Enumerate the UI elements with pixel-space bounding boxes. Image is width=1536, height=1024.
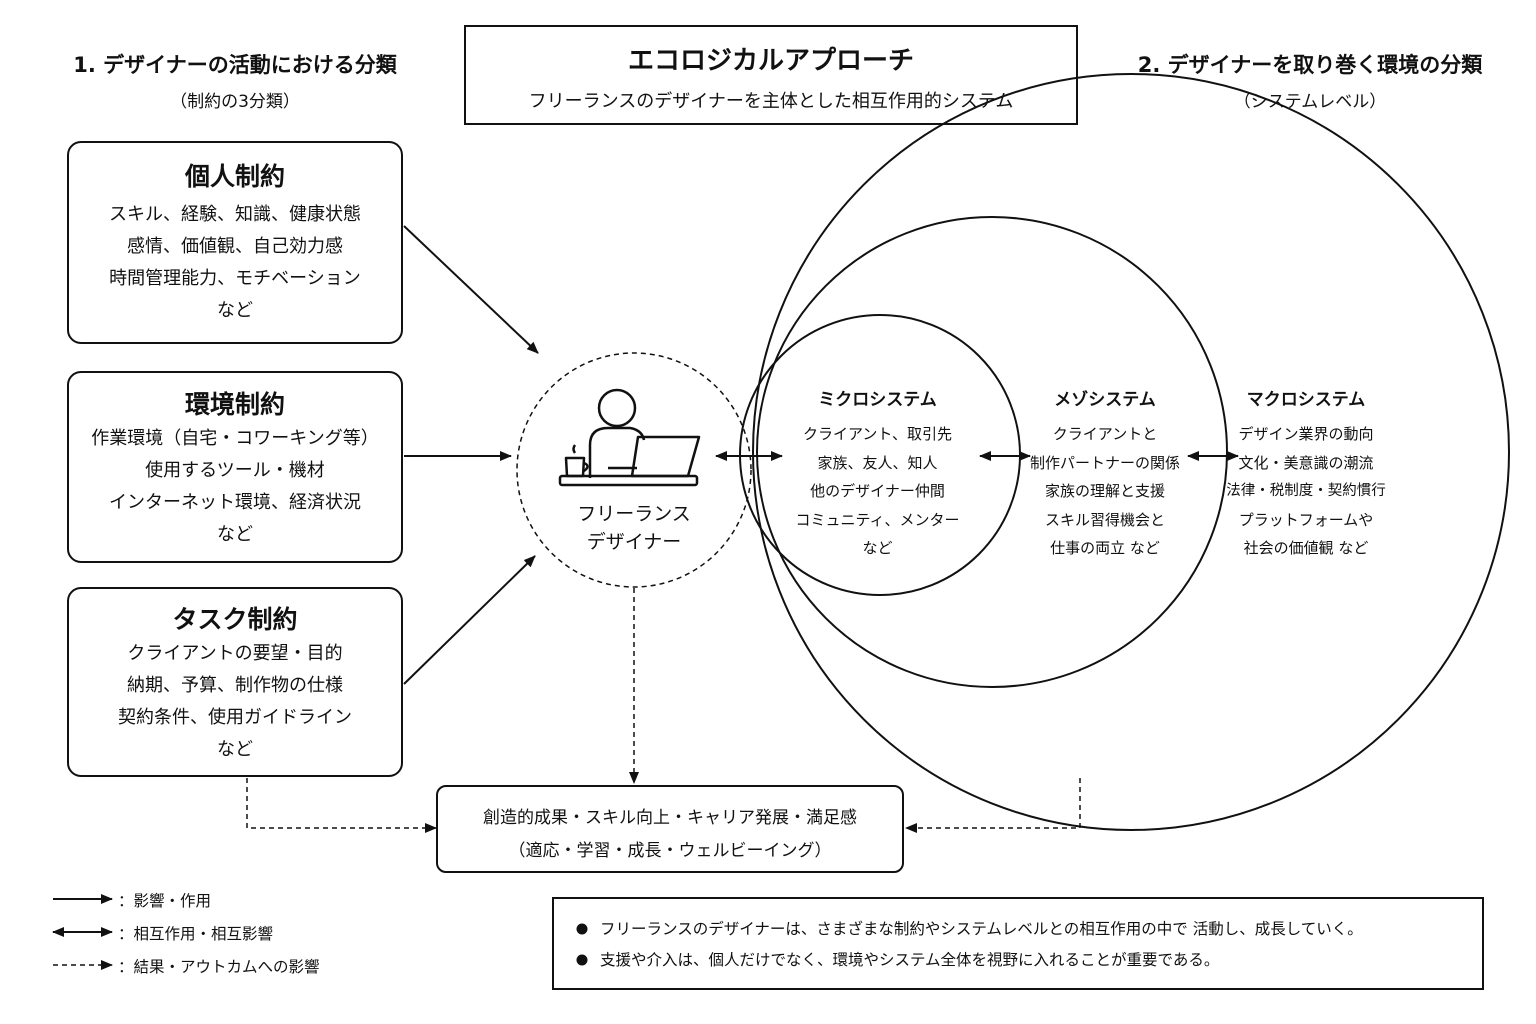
system-line: 文化・美意識の潮流 xyxy=(1238,453,1374,472)
notes-box xyxy=(552,897,1484,990)
person-at-laptop-icon xyxy=(558,388,701,487)
system-line: デザイン業界の動向 xyxy=(1238,425,1374,443)
dashed-arrow-constraints-to-outcome xyxy=(246,778,437,833)
system-line: など xyxy=(862,539,893,557)
dashed-arrow-systems-to-outcome xyxy=(905,778,1081,833)
constraint-line: クライアントの要望・目的 xyxy=(127,643,343,664)
constraint-line: など xyxy=(217,739,253,760)
constraint-line: など xyxy=(217,524,253,545)
title-box: エコロジカルアプローチ フリーランスのデザイナーを主体とした相互作用的システム xyxy=(464,25,1078,125)
constraint-line: インターネット環境、経済状況 xyxy=(109,492,361,513)
outcome-box: 創造的成果・スキル向上・キャリア発展・満足感 （適応・学習・成長・ウェルビーイン… xyxy=(436,785,904,873)
personal-constraint-box: 個人制約 スキル、経験、知識、健康状態 感情、価値観、自己効力感 時間管理能力、… xyxy=(67,141,403,344)
constraint-line: など xyxy=(217,300,253,321)
constraint-line: スキル、経験、知識、健康状態 xyxy=(109,204,361,225)
system-line: 制作パートナーの関係 xyxy=(1029,453,1180,472)
legend-label-outcome: ：結果・アウトカムへの影響 xyxy=(118,958,320,976)
environment-constraint-box: 環境制約 作業環境（自宅・コワーキング等） 使用するツール・機材 インターネット… xyxy=(67,371,403,563)
arrow-task-to-designer xyxy=(403,555,536,685)
constraint-title: 個人制約 xyxy=(184,162,285,191)
system-line: スキル習得機会と xyxy=(1044,510,1165,529)
macro-system-text: マクロシステム デザイン業界の動向 文化・美意識の潮流 法律・税制度・契約慣行 … xyxy=(1212,385,1400,563)
task-constraint-box: タスク制約 クライアントの要望・目的 納期、予算、制作物の仕様 契約条件、使用ガ… xyxy=(67,587,403,777)
constraint-line: 時間管理能力、モチベーション xyxy=(109,268,361,289)
system-line: 他のデザイナー仲間 xyxy=(810,482,945,500)
designer-label-line: デザイナー xyxy=(586,531,682,553)
note-line: フリーランスのデザイナーは、さまざまな制約やシステムレベルとの相互作用の中で 活… xyxy=(600,920,1363,938)
system-line: 社会の価値観 など xyxy=(1243,539,1369,557)
constraint-title: タスク制約 xyxy=(172,605,298,634)
system-title: ミクロシステム xyxy=(818,390,937,410)
constraint-line: 使用するツール・機材 xyxy=(145,460,325,481)
right-heading: 2. デザイナーを取り巻く環境の分類 xyxy=(1137,53,1483,77)
designer-dashed-circle xyxy=(516,352,752,588)
micro-system-text: ミクロシステム クライアント、取引先 家族、友人、知人 他のデザイナー仲間 コミ… xyxy=(775,385,980,563)
note-bullet xyxy=(576,954,588,966)
left-subheading: （制約の3分類） xyxy=(170,92,300,112)
system-title: メゾシステム xyxy=(1054,390,1156,410)
system-line: 法律・税制度・契約慣行 xyxy=(1226,483,1386,499)
outcome-line: 創造的成果・スキル向上・キャリア発展・満足感 xyxy=(483,808,857,828)
system-line: コミュニティ、メンター xyxy=(795,510,960,529)
system-line: クライアント、取引先 xyxy=(802,425,953,443)
system-line: 家族、友人、知人 xyxy=(817,453,938,472)
diagram-subtitle: フリーランスのデザイナーを主体とした相互作用的システム xyxy=(528,91,1014,112)
constraint-line: 感情、価値観、自己効力感 xyxy=(127,236,343,257)
right-subheading: （システムレベル） xyxy=(1233,92,1387,112)
arrow-personal-to-designer xyxy=(403,225,539,354)
legend-label-interaction: ：相互作用・相互影響 xyxy=(118,925,274,943)
diagram-title: エコロジカルアプローチ xyxy=(627,46,914,76)
constraint-line: 納期、予算、制作物の仕様 xyxy=(127,675,343,696)
note-line: 支援や介入は、個人だけでなく、環境やシステム全体を視野に入れることが重要である。 xyxy=(600,951,1220,969)
designer-label-line: フリーランス xyxy=(577,503,691,525)
note-bullet xyxy=(576,923,588,935)
system-line: クライアントと xyxy=(1052,425,1158,443)
system-line: 家族の理解と支援 xyxy=(1044,482,1165,500)
outcome-line: （適応・学習・成長・ウェルビーイング） xyxy=(508,841,832,861)
designer-label: フリーランス デザイナー xyxy=(544,500,724,556)
system-line: プラットフォームや xyxy=(1238,510,1374,529)
left-heading: 1. デザイナーの活動における分類 xyxy=(73,53,397,77)
system-title: マクロシステム xyxy=(1246,390,1366,410)
legend-label-influence: ：影響・作用 xyxy=(118,892,212,910)
constraint-line: 作業環境（自宅・コワーキング等） xyxy=(91,428,379,449)
meso-system-text: メゾシステム クライアントと 制作パートナーの関係 家族の理解と支援 スキル習得… xyxy=(1010,385,1200,563)
system-line: 仕事の両立 など xyxy=(1050,539,1160,557)
constraint-title: 環境制約 xyxy=(184,390,285,419)
constraint-line: 契約条件、使用ガイドライン xyxy=(118,707,352,728)
